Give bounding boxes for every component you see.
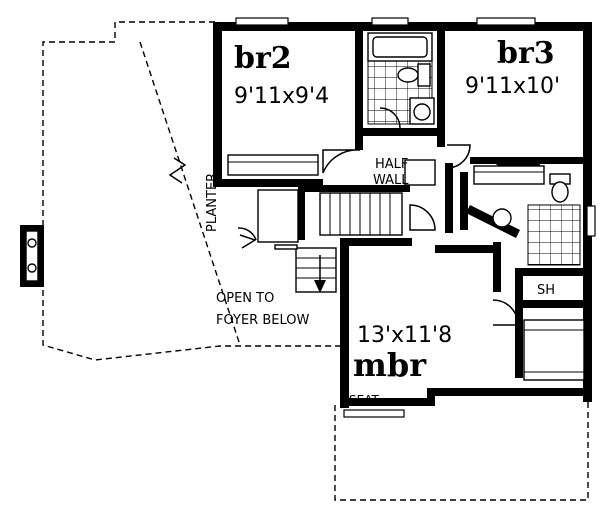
- bathroom-fixtures: [367, 32, 581, 266]
- railings: [239, 159, 436, 250]
- seat-label: SEAT: [349, 393, 379, 407]
- shower-label: SH: [537, 283, 555, 298]
- room-name-mbr: mbr: [353, 346, 427, 384]
- room-size-br3: 9'11x10': [465, 74, 560, 99]
- room-name-br2: br2: [234, 41, 292, 76]
- open-to-foyer-label-2: FOYER BELOW: [216, 313, 309, 328]
- open-to-foyer-label: OPEN TO: [216, 291, 274, 306]
- roof-outline: [42, 21, 589, 501]
- toilet-icon: [549, 173, 571, 203]
- fireplace-icon: [20, 225, 44, 287]
- staircase: [295, 192, 403, 293]
- sink-icon: [409, 97, 435, 125]
- half-wall-label-2: WALL: [373, 173, 409, 188]
- planter-label: PLANTER: [205, 173, 220, 232]
- toilet-icon: [397, 63, 431, 87]
- closets: [227, 154, 585, 381]
- sink-icon: [492, 208, 512, 228]
- room-name-br3: br3: [497, 36, 555, 71]
- half-wall-label: HALF: [375, 157, 408, 172]
- room-size-mbr: 13'x11'8: [357, 323, 452, 348]
- door-swings: [237, 107, 519, 326]
- room-size-br2: 9'11x9'4: [234, 84, 329, 109]
